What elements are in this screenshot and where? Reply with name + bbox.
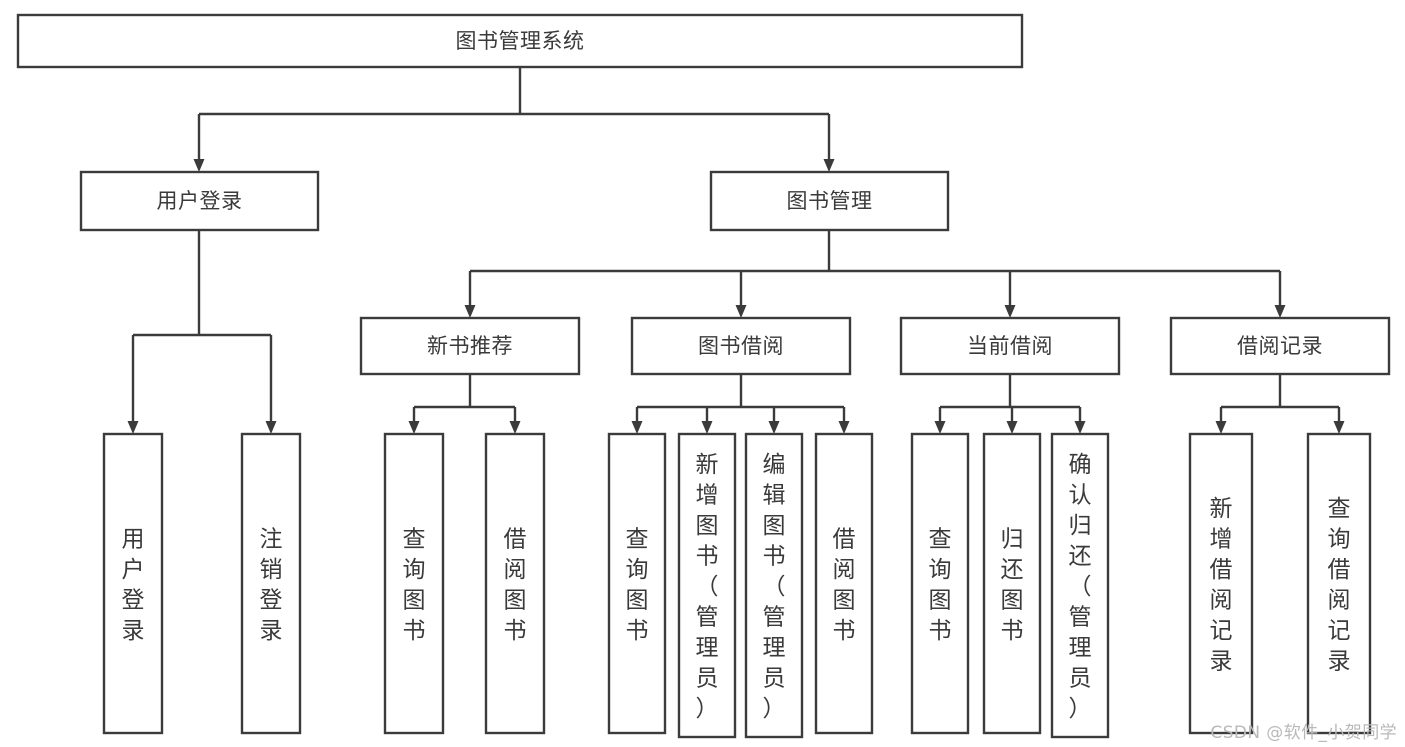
node-label: 用户登录 bbox=[157, 189, 243, 213]
node-leaf-query-book-borrow[interactable]: 查询图书 bbox=[607, 432, 667, 735]
node-leaf-query-book-new[interactable]: 查询图书 bbox=[383, 432, 445, 735]
node-label: 编辑图书（管理员） bbox=[763, 452, 786, 722]
node-borrow-record[interactable]: 借阅记录 bbox=[1169, 316, 1391, 376]
node-leaf-return-book[interactable]: 归还图书 bbox=[982, 432, 1042, 735]
node-label: 图书管理 bbox=[787, 189, 873, 213]
node-user-login[interactable]: 用户登录 bbox=[79, 170, 320, 232]
connector-currentborrow-to-bus bbox=[934, 374, 1086, 434]
node-leaf-logout[interactable]: 注销登录 bbox=[240, 432, 302, 735]
connector-userlogin-to-bus bbox=[127, 230, 277, 434]
node-leaf-query-book-current[interactable]: 查询图书 bbox=[910, 432, 970, 735]
connector-borrowrecord-to-bus bbox=[1215, 374, 1345, 434]
node-leaf-query-record[interactable]: 查询借阅记录 bbox=[1306, 432, 1372, 735]
node-leaf-confirm-return[interactable]: 确认归还（管理员） bbox=[1050, 432, 1110, 739]
node-leaf-add-record[interactable]: 新增借阅记录 bbox=[1188, 432, 1254, 735]
node-leaf-edit-book[interactable]: 编辑图书（管理员） bbox=[744, 432, 804, 739]
node-label: 查询图书 bbox=[626, 526, 649, 644]
nodes-layer: 图书管理系统用户登录图书管理新书推荐图书借阅当前借阅借阅记录用户登录注销登录查询… bbox=[16, 13, 1391, 739]
node-current-borrow[interactable]: 当前借阅 bbox=[899, 316, 1121, 376]
node-label: 注销登录 bbox=[260, 526, 283, 644]
node-label: 查询图书 bbox=[403, 526, 426, 644]
node-label: 确认归还（管理员） bbox=[1069, 452, 1092, 722]
connectors-layer bbox=[127, 67, 1345, 434]
node-leaf-borrow-book[interactable]: 借阅图书 bbox=[814, 432, 874, 735]
connector-bookmanage-to-bus bbox=[464, 230, 1286, 318]
node-new-book-recommend[interactable]: 新书推荐 bbox=[359, 316, 581, 376]
node-leaf-add-book[interactable]: 新增图书（管理员） bbox=[677, 432, 737, 739]
node-label: 用户登录 bbox=[122, 526, 145, 644]
node-book-manage[interactable]: 图书管理 bbox=[709, 170, 950, 232]
node-leaf-borrow-book-new[interactable]: 借阅图书 bbox=[484, 432, 546, 735]
node-label: 新增图书（管理员） bbox=[696, 452, 719, 722]
node-label: 图书管理系统 bbox=[456, 29, 585, 53]
csdn-watermark: CSDN @软件_小贺同学 bbox=[1210, 723, 1397, 743]
node-label: 借阅记录 bbox=[1237, 334, 1323, 358]
connector-newbook-to-bus bbox=[408, 374, 521, 434]
node-leaf-user-login[interactable]: 用户登录 bbox=[102, 432, 164, 735]
node-label: 查询图书 bbox=[929, 526, 952, 644]
node-label: 当前借阅 bbox=[967, 334, 1053, 358]
connector-root-to-bus bbox=[193, 67, 835, 172]
node-label: 图书借阅 bbox=[698, 334, 784, 358]
node-label: 归还图书 bbox=[1001, 526, 1024, 644]
node-book-borrow[interactable]: 图书借阅 bbox=[630, 316, 852, 376]
node-label: 借阅图书 bbox=[833, 526, 856, 644]
node-label: 新增借阅记录 bbox=[1210, 496, 1233, 675]
node-label: 查询借阅记录 bbox=[1328, 496, 1351, 675]
node-label: 新书推荐 bbox=[427, 334, 513, 358]
node-root[interactable]: 图书管理系统 bbox=[16, 13, 1024, 69]
connector-bookborrow-to-bus bbox=[631, 374, 850, 434]
node-label: 借阅图书 bbox=[504, 526, 527, 644]
